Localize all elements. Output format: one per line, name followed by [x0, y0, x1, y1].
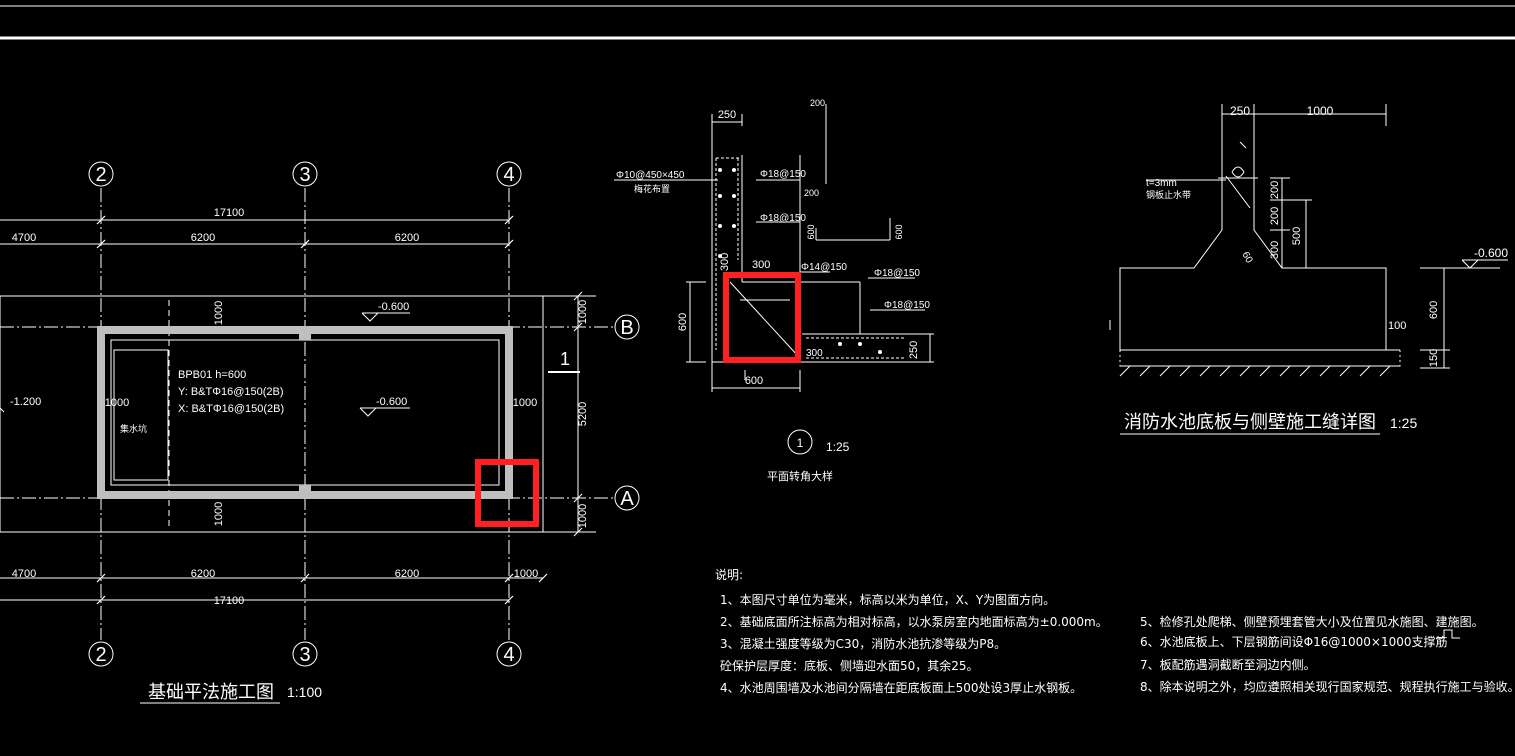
corner-rebar-5: Φ18@150: [874, 268, 920, 279]
corner-detail-number: 1: [797, 436, 804, 450]
slab-label: BPB01 h=600: [178, 369, 246, 381]
joint-dim-600: 600: [1428, 301, 1440, 319]
dim-bottom-1000: 1000: [514, 568, 538, 580]
dim-bottom-6200-b: 6200: [395, 568, 419, 580]
dim-left-1000: 1000: [105, 397, 129, 409]
joint-dim-200-b: 200: [1269, 207, 1281, 225]
joint-elev: -0.600: [1474, 246, 1508, 260]
corner-dim-300-b: 300: [806, 348, 823, 359]
joint-plate-thickness: t=3mm: [1146, 178, 1177, 189]
foundation-plan: [0, 161, 640, 704]
joint-scale: 1:25: [1390, 415, 1417, 431]
note-8: 8、除本说明之外，均应遵照相关现行国家规范、规程执行施工与验收。: [1140, 680, 1515, 694]
axis-label-bottom-3: 3: [299, 644, 310, 666]
plan-labels: 2 3 4 2 3 4 B A 17100 4700 6200 6200 470…: [10, 164, 634, 702]
corner-dim-600-d: 600: [745, 375, 763, 387]
corner-dim-600-b: 600: [894, 224, 904, 239]
corner-dim-200-b: 200: [804, 188, 819, 198]
joint-dim-300: 300: [1269, 241, 1281, 259]
corner-dim-200-a: 200: [810, 98, 825, 108]
plan-scale: 1:100: [287, 684, 322, 700]
dim-bottom-6200-a: 6200: [191, 568, 215, 580]
joint-dim-1000: 1000: [1307, 104, 1334, 118]
notes-heading: 说明:: [715, 568, 744, 582]
note-1: 1、本图尺寸单位为毫米，标高以米为单位，X、Y为图面方向。: [720, 593, 1056, 607]
axis-label-b: B: [620, 317, 633, 339]
note-5: 5、检修孔处爬梯、侧壁预埋套管大小及位置见水施图、建施图。: [1140, 615, 1484, 629]
axis-label-top-3: 3: [299, 164, 310, 186]
corner-rebar-3: Φ18@150: [760, 213, 806, 224]
corner-detail: [614, 104, 934, 455]
elev-top: -0.600: [378, 301, 409, 313]
axis-label-bottom-2: 2: [95, 644, 106, 666]
dim-bottom-4700: 4700: [12, 568, 36, 580]
axis-label-top-2: 2: [95, 164, 106, 186]
dim-right-1000: 1000: [513, 397, 537, 409]
joint-detail: [1109, 104, 1508, 435]
note-3: 3、混凝土强度等级为C30，消防水池抗渗等级为P8。: [720, 637, 1007, 651]
corner-dim-250-b: 250: [908, 341, 920, 359]
joint-dim-100: 100: [1388, 320, 1406, 332]
corner-rebar-1-note: 梅花布置: [634, 183, 670, 194]
joint-dim-200-a: 200: [1269, 181, 1281, 199]
corner-rebar-1: Φ10@450×450: [616, 170, 685, 181]
corner-detail-title: 平面转角大样: [767, 469, 833, 483]
dim-top-6200-b: 6200: [395, 232, 419, 244]
slab-rebar-y: Y: B&TΦ16@150(2B): [178, 386, 284, 398]
note-7: 7、板配筋遇洞截断至洞边内侧。: [1140, 658, 1316, 672]
corner-dim-250: 250: [718, 109, 736, 121]
note-2: 2、基础底面所注标高为相对标高，以水泵房室内地面标高为±0.000m。: [720, 615, 1108, 629]
corner-dim-600-a: 600: [806, 224, 816, 239]
note-3b: 砼保护层厚度：底板、侧墙迎水面50，其余25。: [720, 659, 979, 673]
dim-inner-top: 1000: [213, 301, 225, 325]
corner-dim-300-c: 300: [719, 253, 731, 271]
dim-right-5200: 5200: [577, 402, 589, 426]
dim-top-4700: 4700: [12, 232, 36, 244]
joint-dim-60: 60: [1239, 250, 1254, 266]
corner-detail-scale: 1:25: [826, 440, 850, 454]
dim-inner-bottom: 1000: [213, 502, 225, 526]
slab-rebar-x: X: B&TΦ16@150(2B): [178, 403, 284, 415]
highlight-box-plan: [475, 459, 539, 527]
elev-left: -1.200: [10, 396, 41, 408]
dim-right-1000-bottom: 1000: [577, 504, 589, 528]
joint-dim-500: 500: [1291, 227, 1303, 245]
note-6: 6、水池底板上、下层钢筋间设Φ16@1000×1000支撑筋: [1140, 635, 1448, 649]
axis-label-a: A: [620, 488, 634, 510]
section-mark: 1: [560, 349, 570, 369]
dim-top-6200-a: 6200: [191, 232, 215, 244]
note-4: 4、水池周围墙及水池间分隔墙在距底板面上500处设3厚止水钢板。: [720, 681, 1083, 695]
axis-label-top-4: 4: [503, 164, 514, 186]
corner-detail-dots: [718, 168, 882, 354]
elev-center: -0.600: [376, 396, 407, 408]
corner-rebar-6: Φ18@150: [884, 300, 930, 311]
joint-detail-labels: 250 1000 t=3mm 钢板止水带 200 200 300 500 60 …: [1124, 104, 1508, 432]
corner-rebar-4: Φ14@150: [801, 262, 847, 273]
joint-dim-250: 250: [1230, 104, 1250, 118]
corner-detail-labels: 250 200 200 Φ10@450×450 梅花布置 Φ18@150 Φ18…: [616, 98, 930, 483]
pit-label: 集水坑: [120, 423, 147, 434]
corner-dim-600-c: 600: [677, 313, 689, 331]
joint-dim-150: 150: [1428, 349, 1440, 367]
dim-total-bottom: 17100: [214, 595, 245, 607]
axis-label-bottom-4: 4: [503, 644, 514, 666]
joint-plate-note: 钢板止水带: [1146, 189, 1191, 200]
dim-right-1000-top: 1000: [577, 300, 589, 324]
joint-title: 消防水池底板与侧壁施工缝详图: [1124, 412, 1376, 432]
corner-rebar-2: Φ18@150: [760, 169, 806, 180]
highlight-box-corner: [723, 272, 801, 363]
dim-total-top: 17100: [214, 207, 245, 219]
plan-title: 基础平法施工图: [148, 682, 274, 702]
support-bar-icon: [1436, 629, 1460, 639]
corner-dim-300-a: 300: [752, 259, 770, 271]
